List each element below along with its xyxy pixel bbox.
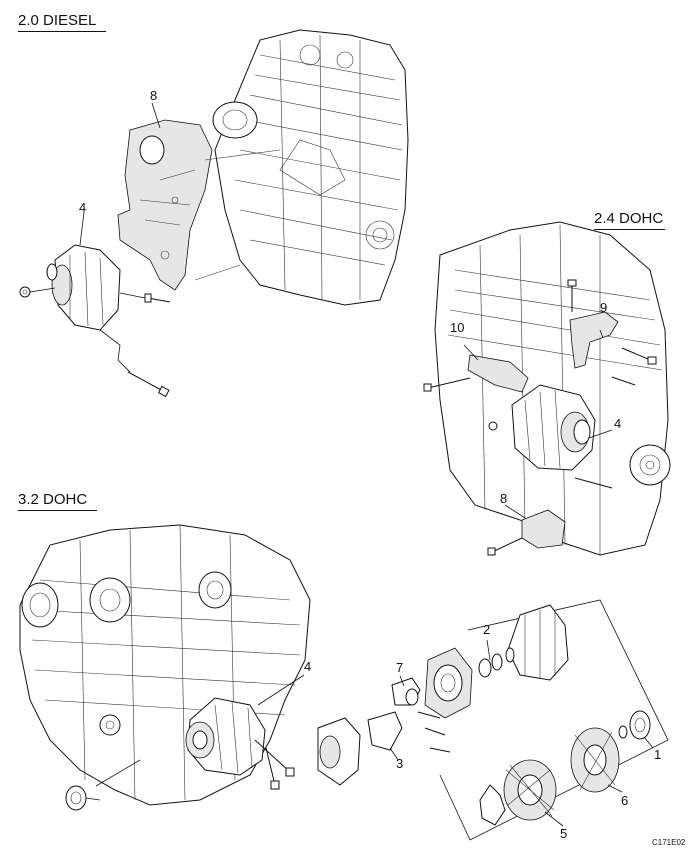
section-title-2-0-diesel: 2.0 DIESEL [18, 12, 107, 32]
callout-dohc24-9: 9 [600, 300, 608, 315]
callout-exploded-2: 2 [483, 622, 491, 637]
dohc32-alternator-part-4 [65, 697, 295, 811]
diesel-engine-block [212, 29, 409, 306]
section-title-2-4-dohc: 2.4 DOHC [594, 210, 666, 230]
dohc24-bracket-part-9 [567, 279, 657, 386]
callout-exploded-3: 3 [396, 756, 404, 771]
callout-diesel-8: 8 [150, 88, 158, 103]
callout-diesel-4: 4 [79, 200, 87, 215]
dohc24-bracket-part-8 [487, 509, 566, 556]
section-title-3-2-dohc: 3.2 DOHC [18, 491, 98, 511]
dohc32-engine-block [19, 524, 311, 806]
dohc24-alternator-part-4 [488, 384, 613, 489]
callout-dohc32-4: 4 [304, 659, 312, 674]
callout-exploded-1: 1 [654, 747, 662, 762]
callout-exploded-6: 6 [621, 793, 629, 808]
callout-dohc24-10: 10 [450, 320, 465, 335]
diesel-alternator-part-4 [19, 244, 171, 398]
dohc24-bracket-part-10 [423, 354, 529, 393]
callout-dohc24-4: 4 [614, 416, 622, 431]
callout-exploded-7: 7 [396, 660, 404, 675]
callout-dohc24-8: 8 [500, 491, 508, 506]
figure-code: C171E02 [652, 838, 686, 847]
diesel-bracket-part-8 [117, 119, 281, 291]
callout-exploded-5: 5 [560, 826, 568, 841]
exploded-alternator-view [79, 102, 669, 841]
